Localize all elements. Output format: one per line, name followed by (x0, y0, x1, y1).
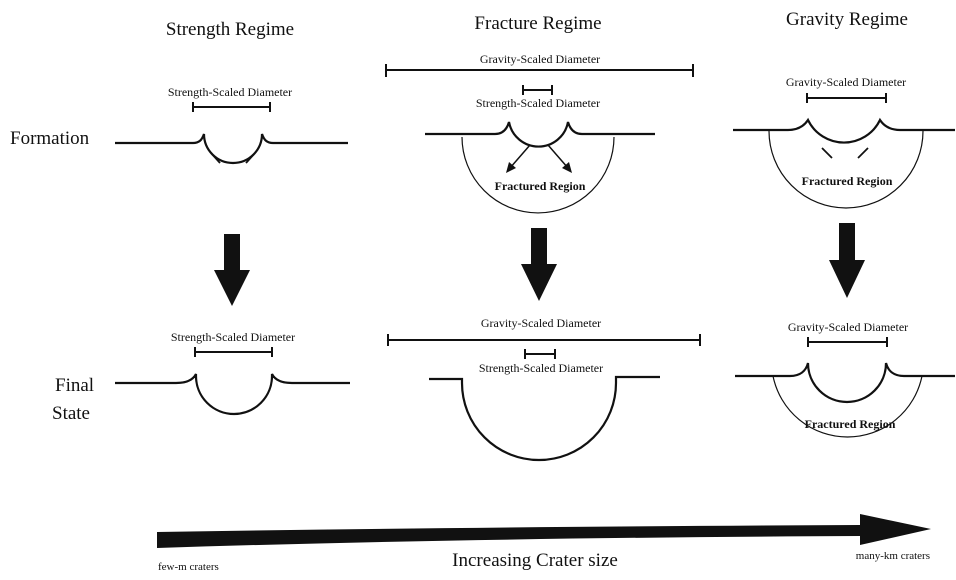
gravity-scaled-diameter-bar (807, 337, 888, 347)
gravity-scaled-diameter-label: Gravity-Scaled Diameter (788, 320, 908, 334)
strength-scaled-diameter-label: Strength-Scaled Diameter (168, 85, 292, 99)
down-arrow-icon (829, 223, 865, 298)
fractured-region-outline (461, 136, 615, 214)
gravity-formation-surface (733, 117, 955, 144)
fracture-final-crater: Gravity-Scaled Diameter Strength-Scaled … (387, 316, 701, 462)
fractured-region-outline (772, 375, 923, 438)
excavation-arrow (857, 147, 869, 159)
gravity-final-crater: Gravity-Scaled Diameter Fractured Region (735, 320, 955, 438)
gravity-scaled-diameter-bar (806, 93, 887, 103)
gravity-scaled-diameter-label: Gravity-Scaled Diameter (480, 52, 600, 66)
strength-scaled-diameter-bar (524, 349, 556, 359)
increasing-size-arrow-icon (157, 514, 931, 548)
formation-row-label: Formation (10, 128, 90, 149)
strength-scaled-diameter-label: Strength-Scaled Diameter (171, 330, 295, 344)
strength-regime-title: Strength Regime (166, 19, 294, 40)
excavation-arrow (506, 144, 531, 173)
excavation-arrow (821, 147, 833, 159)
strength-scaled-diameter-bar (192, 102, 271, 112)
excavation-arrow (245, 152, 256, 164)
strength-scaled-diameter-label: Strength-Scaled Diameter (479, 361, 603, 375)
fractured-region-outline (768, 130, 924, 209)
axis-left-end-label: few-m craters (158, 561, 219, 573)
strength-scaled-diameter-bar (522, 85, 553, 95)
axis-right-end-label: many-km craters (856, 550, 930, 562)
fracture-final-surface (429, 375, 660, 462)
excavation-arrow (210, 152, 221, 164)
strength-scaled-diameter-label: Strength-Scaled Diameter (476, 96, 600, 110)
strength-scaled-diameter-bar (194, 347, 273, 357)
excavation-arrow (547, 144, 572, 173)
strength-formation-surface (115, 133, 348, 165)
gravity-scaled-diameter-label: Gravity-Scaled Diameter (481, 316, 601, 330)
final-row-label-line1: Final (55, 375, 94, 396)
strength-final-surface (115, 373, 350, 416)
gravity-scaled-diameter-label: Gravity-Scaled Diameter (786, 75, 906, 89)
fracture-regime-title: Fracture Regime (474, 13, 601, 34)
gravity-final-surface (735, 362, 955, 404)
strength-final-crater: Strength-Scaled Diameter (115, 330, 350, 416)
fracture-formation-surface (425, 121, 655, 148)
final-row-label-line2: State (52, 403, 90, 424)
fractured-region-label: Fractured Region (805, 417, 896, 431)
gravity-formation-crater: Gravity-Scaled Diameter Fractured Region (733, 75, 955, 209)
fracture-formation-crater: Gravity-Scaled Diameter Strength-Scaled … (385, 52, 694, 214)
gravity-scaled-diameter-bar (385, 64, 694, 77)
gravity-scaled-diameter-bar (387, 334, 701, 346)
axis-title: Increasing Crater size (452, 550, 618, 571)
down-arrow-icon (214, 234, 250, 306)
down-arrow-icon (521, 228, 557, 301)
gravity-regime-title: Gravity Regime (786, 9, 908, 30)
fractured-region-label: Fractured Region (495, 179, 586, 193)
fractured-region-label: Fractured Region (802, 174, 893, 188)
strength-formation-crater: Strength-Scaled Diameter (115, 85, 348, 165)
